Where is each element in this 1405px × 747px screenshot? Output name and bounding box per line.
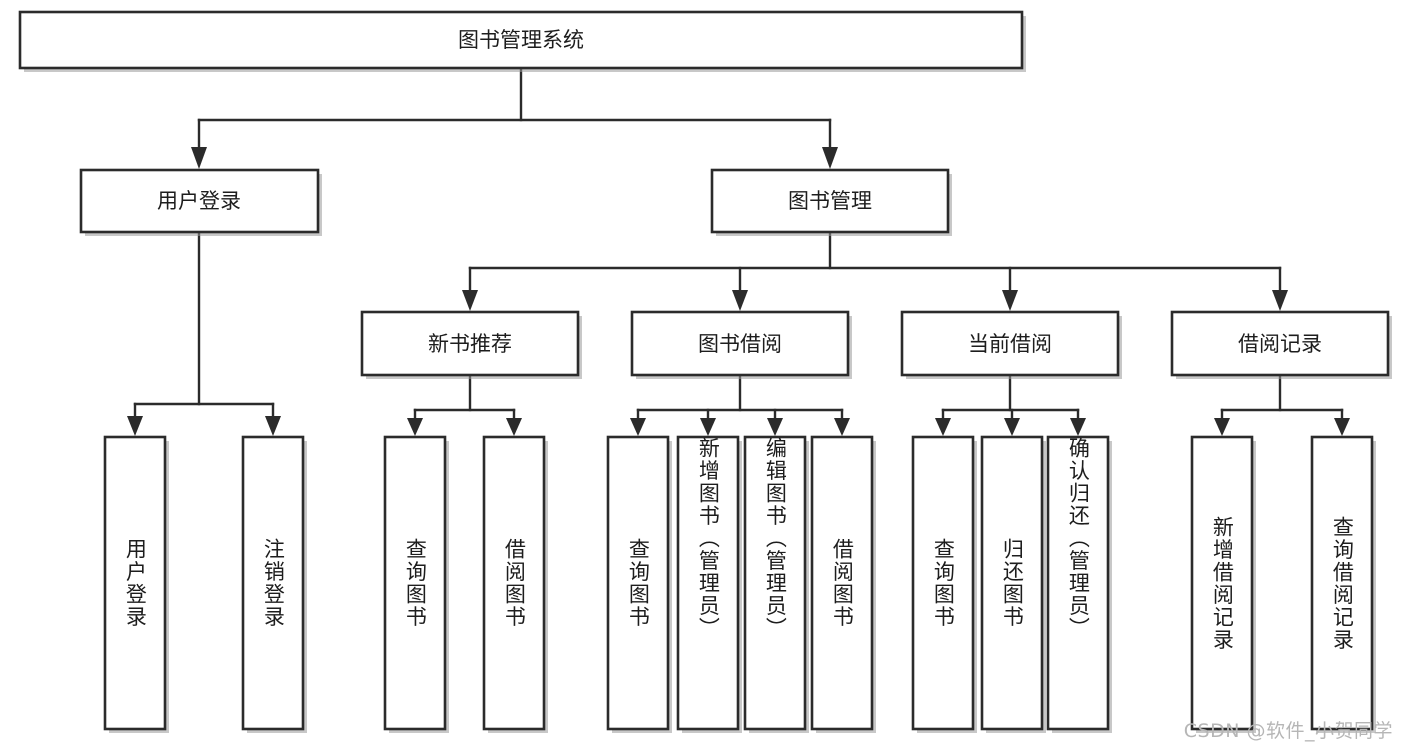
leaf-node-edit-book[interactable]: [743, 435, 809, 733]
node-borrow-record[interactable]: 借阅记录: [1170, 310, 1392, 379]
book-borrow-box[interactable]: [630, 310, 850, 377]
book-management-label: 图书管理: [788, 189, 872, 213]
leaf-node-query-book-1[interactable]: [383, 435, 449, 733]
node-root-system[interactable]: 图书管理系统: [18, 10, 1026, 72]
leaf-node-query-record[interactable]: [1310, 435, 1376, 733]
arrow-head-leaf-user-login: [127, 416, 143, 436]
leaf-user-login-box[interactable]: [103, 435, 167, 731]
leaf-query-record-box[interactable]: [1310, 435, 1374, 731]
leaf-node-return-book[interactable]: [980, 435, 1046, 733]
connector-group-book-borrow-leaves: [630, 373, 850, 436]
root-box[interactable]: [18, 10, 1024, 70]
arrow-head-new-book-rec: [462, 290, 478, 311]
user-login-box[interactable]: [79, 168, 320, 234]
arrow-head-book-borrow: [732, 290, 748, 311]
borrow-record-box[interactable]: [1170, 310, 1390, 377]
arrow-head-leaf-borrow-book-1: [506, 418, 522, 436]
arrow-head-leaf-logout: [265, 416, 281, 436]
new-book-recommend-box[interactable]: [360, 310, 580, 377]
leaf-node-borrow-book-1[interactable]: [482, 435, 548, 733]
leaf-node-user-login[interactable]: [103, 435, 169, 733]
arrow-head-leaf-query-record: [1334, 418, 1350, 436]
arrow-head-user-login: [191, 147, 207, 169]
arrow-head-leaf-edit-book: [767, 418, 783, 436]
leaf-edit-book-box[interactable]: [743, 435, 807, 731]
leaf-borrow-book-1-box[interactable]: [482, 435, 546, 731]
new-book-recommend-label: 新书推荐: [428, 332, 512, 356]
leaf-add-record-box[interactable]: [1190, 435, 1254, 731]
node-user-login[interactable]: 用户登录: [79, 168, 322, 236]
book-borrow-label: 图书借阅: [698, 332, 782, 356]
leaf-return-book-box[interactable]: [980, 435, 1044, 731]
root-label: 图书管理系统: [458, 28, 584, 52]
user-login-label: 用户登录: [157, 189, 241, 213]
connector-group-borrow-record-leaves: [1214, 373, 1350, 436]
arrow-head-book-mgmt: [822, 147, 838, 169]
arrow-head-leaf-query-book-1: [407, 418, 423, 436]
arrow-head-leaf-query-book-2: [630, 418, 646, 436]
connector-group-new-book-rec-leaves: [407, 373, 522, 436]
leaf-node-add-book[interactable]: [676, 435, 742, 733]
book-management-box[interactable]: [710, 168, 950, 234]
arrow-head-leaf-add-book: [700, 418, 716, 436]
leaf-node-query-book-3[interactable]: [911, 435, 977, 733]
arrow-head-leaf-confirm-return: [1070, 418, 1086, 436]
node-book-management[interactable]: 图书管理: [710, 168, 952, 236]
leaf-node-add-record[interactable]: [1190, 435, 1256, 733]
leaf-node-confirm-return[interactable]: [1046, 435, 1112, 733]
leaf-query-book-1-box[interactable]: [383, 435, 447, 731]
leaf-logout-box[interactable]: [241, 435, 305, 731]
arrow-head-borrow-record: [1272, 290, 1288, 311]
leaf-node-query-book-2[interactable]: [606, 435, 672, 733]
node-current-borrow[interactable]: 当前借阅: [900, 310, 1122, 379]
connector-group-user-login-leaves: [127, 230, 281, 436]
leaf-query-book-2-box[interactable]: [606, 435, 670, 731]
watermark-label: CSDN @软件_小贺同学: [1183, 720, 1393, 742]
leaf-node-borrow-book-2[interactable]: [810, 435, 876, 733]
leaf-borrow-book-2-box[interactable]: [810, 435, 874, 731]
arrow-head-current-borrow: [1002, 290, 1018, 311]
connector-group-root-to-level2: [191, 66, 838, 169]
leaf-node-logout[interactable]: [241, 435, 307, 733]
connector-group-book-mgmt-to-level3: [462, 230, 1288, 311]
connector-group-current-borrow-leaves: [935, 373, 1086, 436]
current-borrow-label: 当前借阅: [968, 332, 1052, 356]
borrow-record-label: 借阅记录: [1238, 332, 1322, 356]
leaf-confirm-return-box[interactable]: [1046, 435, 1110, 731]
arrow-head-leaf-borrow-book-2: [834, 418, 850, 436]
arrow-head-leaf-return-book: [1004, 418, 1020, 436]
arrow-head-leaf-add-record: [1214, 418, 1230, 436]
current-borrow-box[interactable]: [900, 310, 1120, 377]
leaf-add-book-box[interactable]: [676, 435, 740, 731]
node-new-book-recommend[interactable]: 新书推荐: [360, 310, 582, 379]
leaf-query-book-3-box[interactable]: [911, 435, 975, 731]
arrow-head-leaf-query-book-3: [935, 418, 951, 436]
node-book-borrow[interactable]: 图书借阅: [630, 310, 852, 379]
